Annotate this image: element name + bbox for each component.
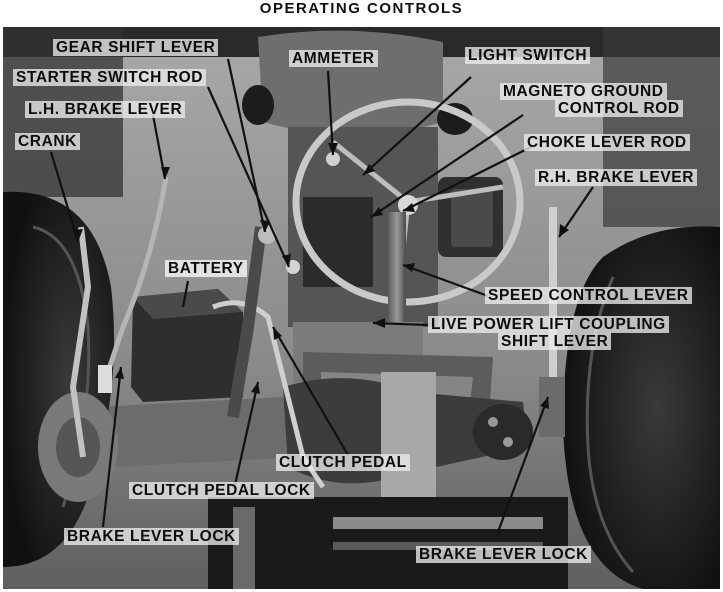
- callout-brake-lever-lock-right: BRAKE LEVER LOCK: [416, 546, 591, 563]
- callout-brake-lever-lock-left: BRAKE LEVER LOCK: [64, 528, 239, 545]
- callout-ammeter: AMMETER: [289, 50, 378, 67]
- callout-crank: CRANK: [15, 133, 80, 150]
- callout-lh-brake-lever: L.H. BRAKE LEVER: [25, 101, 186, 118]
- callout-speed-control-lever: SPEED CONTROL LEVER: [485, 287, 692, 304]
- callout-clutch-pedal-lock: CLUTCH PEDAL LOCK: [129, 482, 314, 499]
- callout-shift-lever: SHIFT LEVER: [498, 333, 612, 350]
- callout-light-switch: LIGHT SWITCH: [465, 47, 591, 64]
- page-title: OPERATING CONTROLS: [259, 0, 464, 17]
- callout-battery: BATTERY: [165, 260, 247, 277]
- leader-arrowheads: [73, 143, 569, 409]
- callout-gear-shift-lever: GEAR SHIFT LEVER: [53, 39, 219, 56]
- callout-choke-lever-rod: CHOKE LEVER ROD: [524, 134, 690, 151]
- callout-clutch-pedal: CLUTCH PEDAL: [276, 454, 410, 471]
- callout-starter-switch-rod: STARTER SWITCH ROD: [13, 69, 207, 86]
- callout-control-rod: CONTROL ROD: [555, 100, 683, 117]
- callout-live-power-lift-coupling: LIVE POWER LIFT COUPLING: [428, 316, 669, 333]
- callout-magneto-ground: MAGNETO GROUND: [500, 83, 667, 100]
- callout-rh-brake-lever: R.H. BRAKE LEVER: [535, 169, 698, 186]
